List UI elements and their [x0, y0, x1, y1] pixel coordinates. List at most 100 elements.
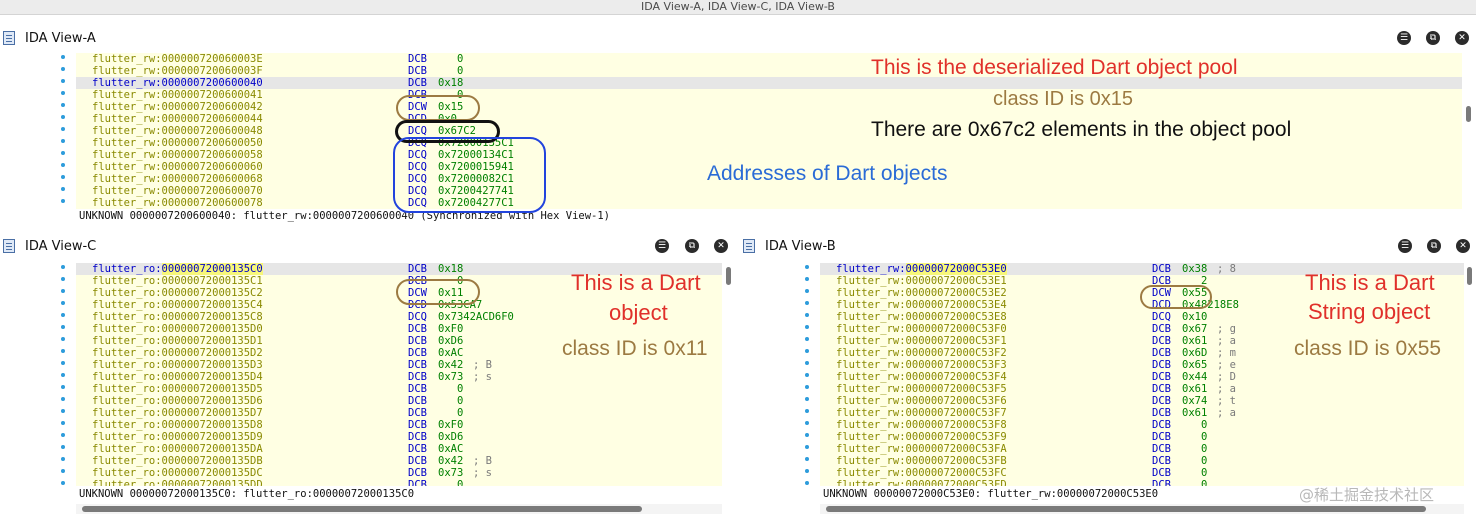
- row-operand[interactable]: 0x15: [438, 101, 464, 113]
- row-operand[interactable]: 0: [438, 479, 464, 486]
- row-address[interactable]: flutter_rw:0000007200600058: [92, 149, 263, 161]
- address-value[interactable]: 00000072000135D4: [161, 371, 263, 383]
- row-operand[interactable]: 0x10: [1182, 311, 1208, 323]
- panel-title[interactable]: IDA View-A: [25, 31, 96, 46]
- panel-title[interactable]: IDA View-C: [25, 239, 97, 254]
- row-address[interactable]: flutter_ro:00000072000135D8: [92, 419, 263, 431]
- row-address[interactable]: flutter_rw:0000007200600068: [92, 173, 263, 185]
- panel-close-icon[interactable]: ✕: [1455, 31, 1469, 45]
- row-address[interactable]: flutter_rw:0000007200600042: [92, 101, 263, 113]
- address-value[interactable]: 00000072000135D9: [161, 431, 263, 443]
- address-value[interactable]: 00000072000135D1: [161, 335, 263, 347]
- row-operand[interactable]: 0: [438, 407, 464, 419]
- horizontal-scrollbar[interactable]: [76, 504, 722, 514]
- row-operand[interactable]: 0xF0: [438, 323, 464, 335]
- row-operand[interactable]: 0x7200015941: [438, 161, 514, 173]
- row-operand[interactable]: 0x67C2: [438, 125, 476, 137]
- row-address[interactable]: flutter_rw:00000072000C53E8: [836, 311, 1007, 323]
- scrollbar-thumb[interactable]: [82, 506, 642, 512]
- row-address[interactable]: flutter_rw:00000072000C53E4: [836, 299, 1007, 311]
- address-value[interactable]: 00000072000C53E8: [905, 311, 1007, 323]
- address-value[interactable]: 00000072000135D7: [161, 407, 263, 419]
- row-address[interactable]: flutter_rw:00000072000C53F7: [836, 407, 1007, 419]
- row-address[interactable]: flutter_ro:00000072000135C2: [92, 287, 263, 299]
- row-address[interactable]: flutter_rw:00000072000C53F4: [836, 371, 1007, 383]
- address-value[interactable]: 00000072000135D6: [161, 395, 263, 407]
- vertical-scrollbar[interactable]: [1467, 267, 1472, 285]
- row-address[interactable]: flutter_rw:0000007200600044: [92, 113, 263, 125]
- row-address[interactable]: flutter_ro:00000072000135D6: [92, 395, 263, 407]
- scrollbar-thumb[interactable]: [826, 506, 1426, 512]
- row-address[interactable]: flutter_rw:0000007200600070: [92, 185, 263, 197]
- row-address[interactable]: flutter_rw:00000072000C53F9: [836, 431, 1007, 443]
- row-operand[interactable]: 0: [438, 275, 464, 287]
- row-address[interactable]: flutter_rw:00000072000C53FB: [836, 455, 1007, 467]
- vertical-scrollbar[interactable]: [726, 267, 731, 285]
- row-operand[interactable]: 0: [438, 395, 464, 407]
- row-operand[interactable]: 0x73: [438, 371, 464, 383]
- row-operand[interactable]: 0x38: [1182, 263, 1208, 275]
- row-address[interactable]: flutter_ro:00000072000135DC: [92, 467, 263, 479]
- address-value[interactable]: 00000072000135D8: [161, 419, 263, 431]
- row-operand[interactable]: 0x61: [1182, 383, 1208, 395]
- row-operand[interactable]: 0xD6: [438, 431, 464, 443]
- row-operand[interactable]: 0x74: [1182, 395, 1208, 407]
- address-value[interactable]: 00000072000135DC: [161, 467, 263, 479]
- address-value[interactable]: 00000072000C53F1: [905, 335, 1007, 347]
- row-address[interactable]: flutter_rw:00000072000C53FD: [836, 479, 1007, 486]
- address-value[interactable]: 00000072000C53E1: [905, 275, 1007, 287]
- address-value[interactable]: 00000072000135DB: [161, 455, 263, 467]
- vertical-scrollbar[interactable]: [1466, 106, 1471, 122]
- panel-menu-icon[interactable]: ☰: [1398, 239, 1412, 253]
- row-operand[interactable]: 0: [438, 53, 464, 65]
- address-value[interactable]: 00000072000C53F3: [905, 359, 1007, 371]
- row-operand[interactable]: 0xD6: [438, 335, 464, 347]
- address-value[interactable]: 00000072000135C8: [161, 311, 263, 323]
- row-address[interactable]: flutter_rw:0000007200600040: [92, 77, 263, 89]
- row-address[interactable]: flutter_rw:00000072000C53FA: [836, 443, 1007, 455]
- row-operand[interactable]: 0: [1182, 443, 1208, 455]
- panel-title[interactable]: IDA View-B: [765, 239, 836, 254]
- row-address[interactable]: flutter_rw:0000007200600041: [92, 89, 263, 101]
- address-value[interactable]: 00000072000135C2: [161, 287, 263, 299]
- address-value[interactable]: 00000072000C53F8: [905, 419, 1007, 431]
- row-address[interactable]: flutter_rw:0000007200600078: [92, 197, 263, 209]
- address-value[interactable]: 00000072000C53F0: [905, 323, 1007, 335]
- panel-close-icon[interactable]: ✕: [714, 239, 728, 253]
- row-operand[interactable]: 0x72000082C1: [438, 173, 514, 185]
- address-value[interactable]: 00000072000C53FD: [905, 479, 1007, 486]
- panel-close-icon[interactable]: ✕: [1456, 239, 1470, 253]
- address-value[interactable]: 00000072000C53F7: [905, 407, 1007, 419]
- address-value[interactable]: 00000072000135C1: [161, 275, 263, 287]
- row-address[interactable]: flutter_ro:00000072000135C8: [92, 311, 263, 323]
- address-value[interactable]: 00000072000135DA: [161, 443, 263, 455]
- address-value[interactable]: 00000072000C53F6: [905, 395, 1007, 407]
- row-operand[interactable]: 0x18: [438, 77, 464, 89]
- row-operand[interactable]: 0x11: [438, 287, 464, 299]
- row-address[interactable]: flutter_ro:00000072000135DA: [92, 443, 263, 455]
- row-operand[interactable]: 0x7342ACD6F0: [438, 311, 514, 323]
